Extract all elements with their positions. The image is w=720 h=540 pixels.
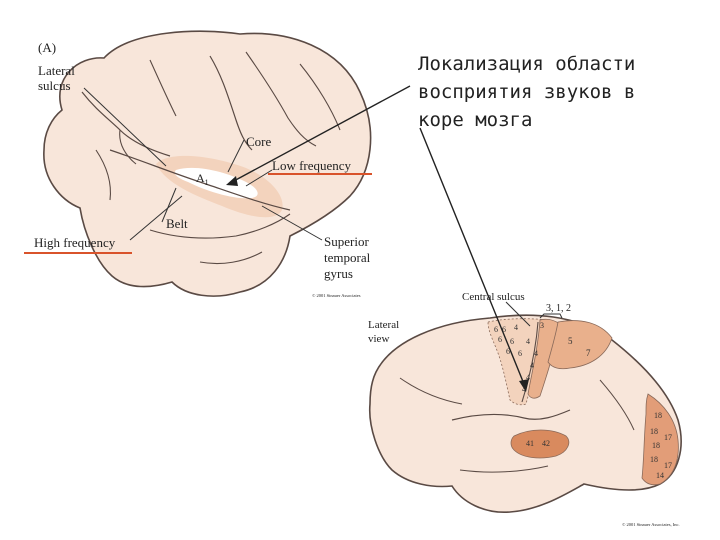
brodmann-label: 18 bbox=[650, 455, 658, 464]
brodmann-label: 4 bbox=[526, 337, 530, 346]
caption: Локализация области восприятия звуков в … bbox=[418, 50, 708, 134]
areas-312-bracket bbox=[539, 313, 563, 319]
brodmann-label: 3 bbox=[540, 321, 544, 330]
brodmann-label: 5 bbox=[568, 336, 573, 346]
brain-a-sulcus bbox=[119, 129, 137, 165]
caption-line: Локализация области bbox=[418, 53, 636, 75]
credit-b: © 2001 Sinauer Associates, Inc. bbox=[622, 522, 680, 528]
leader-line bbox=[83, 87, 167, 167]
lateral-sulcus-label: Lateral bbox=[38, 63, 75, 78]
belt-label: Belt bbox=[166, 216, 188, 231]
areas-312-label: 3, 1, 2 bbox=[546, 303, 571, 314]
brodmann-label: 6 bbox=[510, 337, 514, 346]
brain-a-sulcus bbox=[95, 149, 112, 201]
auditory-area-41-42 bbox=[510, 429, 570, 459]
figure-b: Central sulcus 3, 1, 2 Lateral view 6 6 … bbox=[368, 291, 682, 528]
brodmann-label: 4 bbox=[514, 323, 518, 332]
leader-line bbox=[505, 301, 531, 327]
brodmann-label: 18 bbox=[650, 427, 658, 436]
brain-b-sulcus bbox=[399, 377, 463, 405]
brain-b-outline bbox=[368, 314, 682, 513]
lateral-sulcus-label: sulcus bbox=[38, 78, 71, 93]
stg-label: Superior bbox=[324, 234, 369, 249]
core-label: Core bbox=[246, 134, 272, 149]
central-sulcus-label: Central sulcus bbox=[462, 291, 525, 303]
lateral-view-label: Lateral bbox=[368, 319, 399, 331]
brodmann-label: 14 bbox=[656, 471, 664, 480]
callout-arrows bbox=[226, 85, 529, 392]
area-312 bbox=[527, 318, 561, 399]
brodmann-label: 4 bbox=[522, 385, 526, 394]
caption-line: коре мозга bbox=[418, 109, 533, 131]
brain-a-sulcus bbox=[199, 251, 263, 265]
arrow-to-a1 bbox=[231, 85, 411, 183]
brodmann-label: 6 bbox=[498, 335, 502, 344]
arrow-head-a1 bbox=[226, 176, 238, 186]
leader-line bbox=[161, 187, 177, 223]
brodmann-label: 6 bbox=[494, 325, 498, 334]
brodmann-label: 7 bbox=[586, 348, 591, 358]
brodmann-label: 6 bbox=[518, 349, 522, 358]
arrow-head-auditory bbox=[519, 379, 529, 392]
brain-b-sulcus bbox=[599, 379, 635, 431]
a1-label: A1 bbox=[196, 171, 209, 187]
credit-a: © 2001 Sinauer Associates bbox=[312, 293, 361, 298]
brain-b-sulcus bbox=[459, 465, 549, 473]
lateral-fissure-b bbox=[451, 409, 571, 421]
arrow-to-auditory bbox=[419, 127, 525, 385]
stg-label: temporal bbox=[324, 250, 371, 265]
brodmann-label: 17 bbox=[664, 461, 672, 470]
high-frequency-label: High frequency bbox=[34, 235, 116, 250]
figure-a: (A) Lateral sulcus Core A1 Low frequency… bbox=[24, 30, 372, 298]
stg-label: gyrus bbox=[324, 266, 353, 281]
brodmann-label: 4 bbox=[530, 361, 534, 370]
brodmann-labels: 6 6 4 3 6 6 4 6 6 4 5 7 4 4 4 41 42 18 1… bbox=[494, 321, 672, 480]
brain-a-sulcus bbox=[245, 51, 317, 147]
brodmann-label: 4 bbox=[526, 373, 530, 382]
brodmann-label: 4 bbox=[534, 349, 538, 358]
leader-line bbox=[245, 169, 273, 187]
area-5-7 bbox=[547, 320, 613, 370]
low-frequency-label: Low frequency bbox=[272, 158, 352, 173]
brodmann-label: 41 bbox=[526, 439, 534, 448]
brodmann-label: 18 bbox=[654, 411, 662, 420]
panel-label: (A) bbox=[38, 40, 56, 55]
leader-line bbox=[129, 195, 183, 241]
caption-line: восприятия звуков в bbox=[418, 81, 636, 103]
lateral-sulcus-line bbox=[109, 149, 291, 211]
visual-areas bbox=[641, 393, 679, 486]
leader-line bbox=[227, 139, 245, 173]
brodmann-label: 6 bbox=[506, 347, 510, 356]
brodmann-label: 17 bbox=[664, 433, 672, 442]
leader-line bbox=[261, 205, 323, 241]
central-sulcus-line bbox=[521, 321, 539, 403]
brain-a-sulcus bbox=[149, 59, 177, 117]
brodmann-label: 6 bbox=[502, 325, 506, 334]
brain-a-sulcus bbox=[149, 213, 291, 239]
brodmann-label: 18 bbox=[652, 441, 660, 450]
lateral-view-label: view bbox=[368, 333, 389, 345]
core-region bbox=[174, 167, 258, 199]
brain-a-sulcus bbox=[209, 55, 253, 151]
brodmann-label: 42 bbox=[542, 439, 550, 448]
